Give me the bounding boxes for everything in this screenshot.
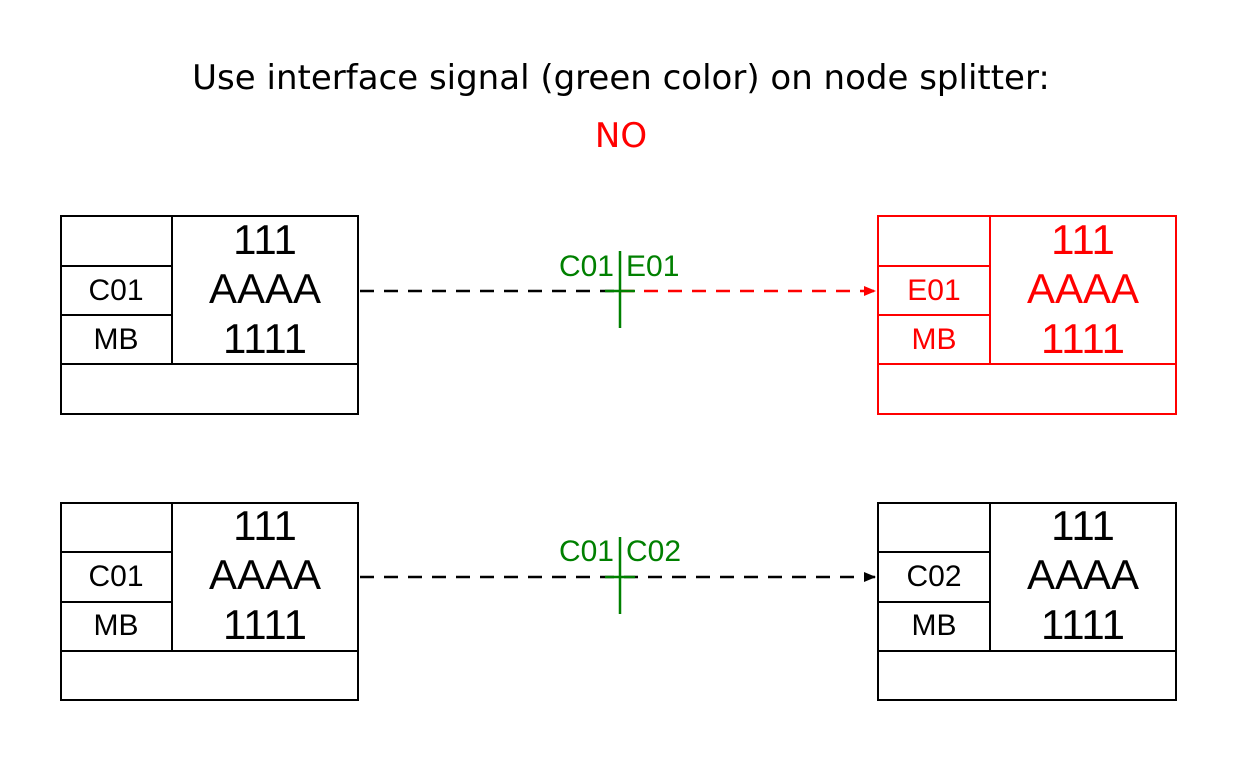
row-1: C01 MB 111 AAAA 1111 C01 E01 E01 — [60, 215, 1177, 415]
node-line-1: 111 — [1051, 216, 1115, 263]
source-node: C01 MB 111 AAAA 1111 — [60, 215, 359, 415]
node-line-2: AAAA — [1027, 265, 1139, 312]
node-code: C02 — [906, 560, 961, 593]
node-line-3: 1111 — [1041, 601, 1125, 648]
node-line-1: 111 — [233, 216, 297, 263]
node-type: MB — [912, 323, 957, 356]
node-code: C01 — [88, 560, 143, 593]
node-splitter: C01 C02 — [559, 535, 681, 614]
node-line-1: 111 — [1051, 502, 1115, 549]
splitter-left-label: C01 — [559, 250, 614, 283]
node-line-2: AAAA — [1027, 551, 1139, 598]
node-type: MB — [94, 609, 139, 642]
row-2: C01 MB 111 AAAA 1111 C01 C02 C02 MB — [60, 502, 1177, 701]
node-line-2: AAAA — [209, 265, 321, 312]
node-line-2: AAAA — [209, 551, 321, 598]
splitter-left-label: C01 — [559, 535, 614, 568]
node-code: C01 — [88, 274, 143, 307]
node-code: E01 — [907, 274, 960, 307]
splitter-right-label: C02 — [626, 535, 681, 568]
node-line-1: 111 — [233, 502, 297, 549]
node-type: MB — [912, 609, 957, 642]
node-type: MB — [94, 323, 139, 356]
verdict-label: NO — [594, 116, 648, 156]
node-line-3: 1111 — [223, 601, 307, 648]
node-line-3: 1111 — [1041, 315, 1125, 362]
splitter-right-label: E01 — [626, 250, 679, 283]
source-node: C01 MB 111 AAAA 1111 — [60, 502, 359, 701]
target-node: C02 MB 111 AAAA 1111 — [877, 502, 1177, 701]
node-splitter: C01 E01 — [559, 250, 679, 328]
page-title: Use interface signal (green color) on no… — [192, 58, 1050, 98]
node-line-3: 1111 — [223, 315, 307, 362]
target-node-highlighted: E01 MB 111 AAAA 1111 — [877, 215, 1177, 415]
